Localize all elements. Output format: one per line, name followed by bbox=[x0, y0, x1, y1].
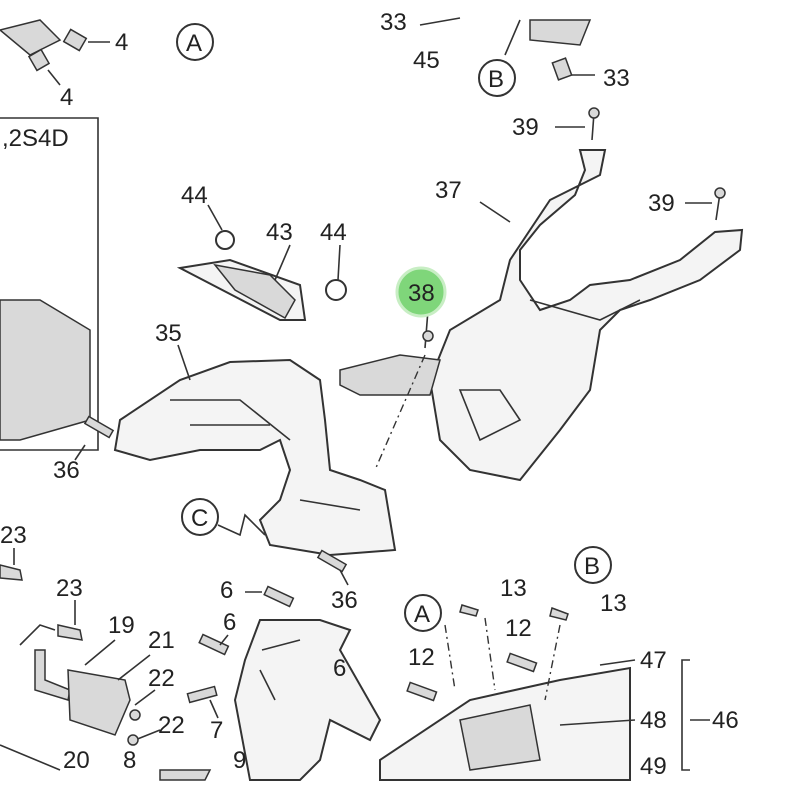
top-margin bbox=[0, 0, 800, 4]
callout-a-bottom bbox=[404, 594, 442, 632]
part-label[interactable]: 37 bbox=[435, 177, 462, 204]
part-37-cover bbox=[428, 149, 744, 482]
part-label[interactable]: 6 bbox=[220, 577, 233, 604]
callout-a-top bbox=[176, 23, 214, 61]
part-label[interactable]: 6 bbox=[223, 609, 236, 636]
part-number-labels: 4 4 33 45 33 39 37 39 44 43 44 38 35 36 … bbox=[0, 9, 739, 780]
clip-13b bbox=[549, 607, 569, 621]
part-label[interactable]: 12 bbox=[505, 615, 532, 642]
part-33-top bbox=[529, 19, 592, 46]
part-label[interactable]: 33 bbox=[380, 9, 407, 36]
callout-b-label: B bbox=[488, 66, 504, 93]
nut-22b bbox=[127, 734, 139, 746]
screw-12b bbox=[506, 652, 538, 673]
part-label[interactable]: 33 bbox=[603, 65, 630, 92]
part-label[interactable]: 22 bbox=[158, 712, 185, 739]
part-label[interactable]: 43 bbox=[266, 219, 293, 246]
highlight-38-marker[interactable] bbox=[395, 266, 447, 318]
clip-23a bbox=[0, 564, 23, 581]
part-label[interactable]: 12 bbox=[408, 644, 435, 671]
screw-36b bbox=[316, 549, 348, 573]
part-label[interactable]: 48 bbox=[640, 707, 667, 734]
part-label[interactable]: 4 bbox=[115, 29, 128, 56]
part-label[interactable]: 39 bbox=[512, 114, 539, 141]
callout-a-label: A bbox=[414, 601, 430, 628]
nut-22a bbox=[129, 709, 141, 721]
part-8 bbox=[159, 769, 212, 781]
part-label[interactable]: 22 bbox=[148, 665, 175, 692]
clip-nut-4 bbox=[62, 28, 88, 52]
part-label[interactable]: 4 bbox=[60, 84, 73, 111]
part-label[interactable]: 44 bbox=[181, 182, 208, 209]
callout-c-label: C bbox=[191, 505, 208, 532]
clip-13a bbox=[459, 604, 479, 617]
part-label[interactable]: 19 bbox=[108, 612, 135, 639]
callout-b-bottom bbox=[574, 546, 612, 584]
part-48-emblem bbox=[459, 704, 541, 771]
part-label[interactable]: 39 bbox=[648, 190, 675, 217]
part-label[interactable]: 21 bbox=[148, 627, 175, 654]
bottom-margin bbox=[0, 782, 800, 800]
screw-12a bbox=[406, 681, 438, 702]
screw-6a bbox=[263, 585, 295, 608]
part-label[interactable]: 47 bbox=[640, 647, 667, 674]
grille-21 bbox=[67, 669, 131, 736]
bracket-20 bbox=[34, 649, 71, 701]
callout-b-top bbox=[478, 59, 516, 97]
part-label[interactable]: 45 bbox=[413, 47, 440, 74]
clip-nut-4b bbox=[27, 48, 51, 72]
part-37-tab bbox=[339, 354, 441, 396]
screw-36a bbox=[83, 415, 115, 439]
inset-part bbox=[0, 299, 91, 441]
clip-23b bbox=[57, 624, 83, 641]
part-label[interactable]: 13 bbox=[600, 590, 627, 617]
callout-a-label: A bbox=[186, 30, 202, 57]
clip-33 bbox=[551, 57, 573, 81]
part-label[interactable]: 49 bbox=[640, 753, 667, 780]
clamp-44a bbox=[215, 230, 235, 250]
part-label[interactable]: 13 bbox=[500, 575, 527, 602]
part-label[interactable]: 44 bbox=[320, 219, 347, 246]
variant-inset-box bbox=[0, 117, 99, 451]
part-label[interactable]: 36 bbox=[331, 587, 358, 614]
part-label[interactable]: 36 bbox=[53, 457, 80, 484]
model-code-label: ,2S4D bbox=[2, 125, 69, 152]
screw-6b bbox=[198, 633, 230, 656]
bracket-part bbox=[0, 19, 62, 56]
screw-38 bbox=[422, 330, 434, 342]
part-label[interactable]: 7 bbox=[210, 717, 223, 744]
callout-c bbox=[181, 498, 219, 536]
part-label[interactable]: 35 bbox=[155, 320, 182, 347]
clamp-44b bbox=[325, 279, 347, 301]
part-label[interactable]: 23 bbox=[0, 522, 27, 549]
part-label[interactable]: 8 bbox=[123, 747, 136, 774]
screw-7 bbox=[186, 685, 218, 704]
part-label[interactable]: 46 bbox=[712, 707, 739, 734]
callout-b-label: B bbox=[584, 553, 600, 580]
lower-bracket bbox=[233, 619, 382, 781]
screw-39 bbox=[588, 107, 600, 119]
part-label[interactable]: 6 bbox=[333, 655, 346, 682]
part-label-highlighted[interactable]: 38 bbox=[408, 280, 435, 307]
part-label[interactable]: 23 bbox=[56, 575, 83, 602]
part-label[interactable]: 20 bbox=[63, 747, 90, 774]
part-label[interactable]: 9 bbox=[233, 747, 246, 774]
screw-39b bbox=[714, 187, 726, 199]
